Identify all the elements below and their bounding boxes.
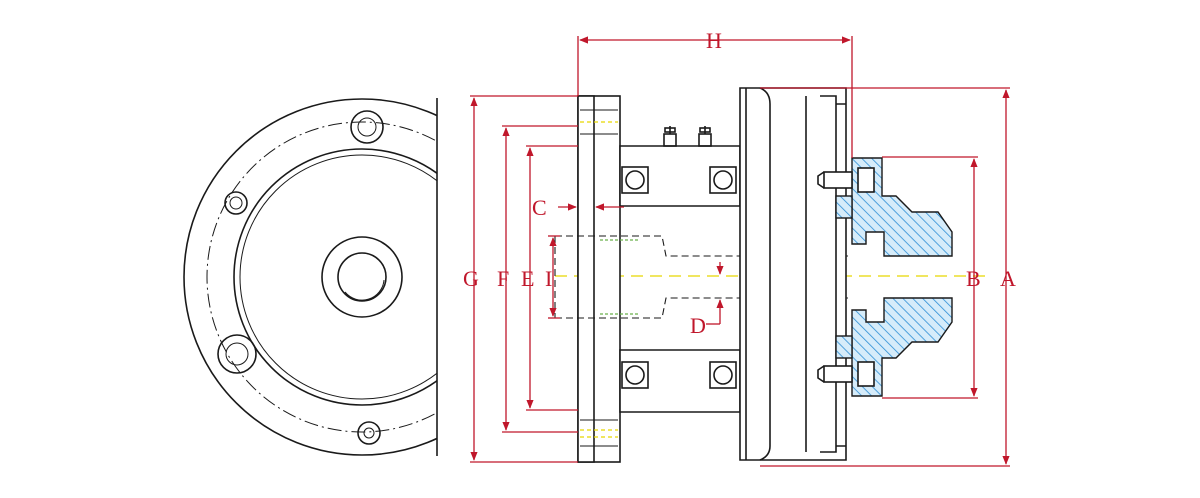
jaw-lower bbox=[851, 297, 953, 397]
front-view bbox=[183, 98, 437, 456]
dimension-label-e: E bbox=[521, 266, 534, 291]
bearing-housing-upper bbox=[619, 145, 741, 207]
mounting-hole bbox=[224, 191, 248, 215]
inner-circle bbox=[239, 154, 437, 400]
bearing bbox=[621, 361, 649, 389]
bolt-circle bbox=[206, 121, 437, 433]
grease-nipple bbox=[698, 126, 712, 147]
grease-nipple bbox=[663, 126, 677, 147]
dimension-label-h: H bbox=[706, 28, 722, 53]
bore-inner bbox=[337, 252, 387, 302]
side-section-view bbox=[554, 87, 990, 463]
mounting-hole bbox=[357, 421, 381, 445]
dimension-label-f: F bbox=[497, 266, 509, 291]
bearing bbox=[709, 361, 737, 389]
bearing bbox=[709, 166, 737, 194]
dimension-label-a: A bbox=[1000, 266, 1016, 291]
bore-arc bbox=[344, 279, 385, 301]
chuck-body bbox=[739, 87, 847, 461]
jaw-upper bbox=[851, 157, 953, 257]
jaw-screw bbox=[817, 167, 875, 193]
mounting-hole bbox=[350, 110, 384, 144]
mounting-hole bbox=[217, 334, 257, 374]
dimension-label-g: G bbox=[463, 266, 479, 291]
bore-outer bbox=[321, 236, 403, 318]
jaw-screw bbox=[817, 361, 875, 387]
dimension-label-i: I bbox=[545, 266, 552, 291]
body-circle bbox=[233, 148, 437, 406]
dimension-label-b: B bbox=[966, 266, 981, 291]
dimension-label-c: C bbox=[532, 195, 547, 220]
bearing-housing-lower bbox=[619, 349, 741, 413]
dimension-lines bbox=[470, 36, 1010, 467]
outer-flange-circle bbox=[183, 98, 437, 456]
dimension-label-d: D bbox=[690, 313, 706, 338]
bearing bbox=[621, 166, 649, 194]
